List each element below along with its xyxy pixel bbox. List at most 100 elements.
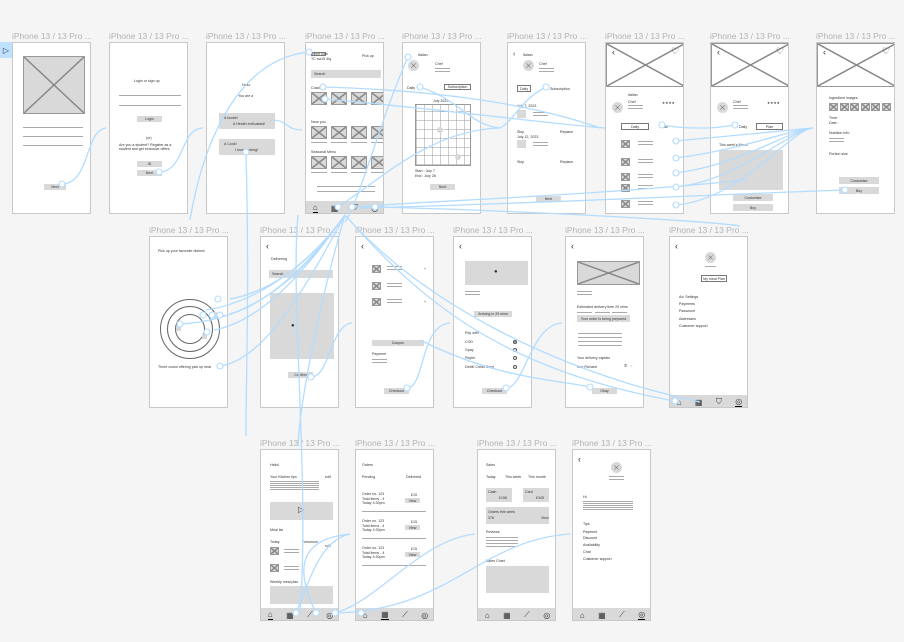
- frame-label[interactable]: iPhone 13 / 13 Pro ...: [355, 225, 435, 235]
- nav-chart-icon[interactable]: ⟋: [402, 610, 408, 619]
- payment-radio[interactable]: [513, 348, 517, 352]
- login-button[interactable]: Login: [137, 116, 162, 122]
- cook-menu-item[interactable]: Customer support: [583, 557, 612, 561]
- nav-profile-icon[interactable]: ◎: [421, 610, 429, 620]
- profile-menu-item[interactable]: Payments: [679, 302, 695, 306]
- view-order-button[interactable]: View: [405, 498, 420, 503]
- nav-profile-icon[interactable]: ◎: [735, 397, 743, 407]
- frame-pickup[interactable]: Pick up your favourite dishes!Three cook…: [149, 236, 228, 408]
- deliver-now-button[interactable]: Deliver now: [309, 52, 328, 56]
- add-item-button[interactable]: +: [424, 300, 427, 304]
- frame-label[interactable]: iPhone 13 / 13 Pro ...: [605, 31, 685, 41]
- frame-label[interactable]: iPhone 13 / 13 Pro ...: [572, 438, 652, 448]
- plan-button[interactable]: Plan: [756, 123, 783, 130]
- location-pin-icon[interactable]: ●: [291, 323, 295, 329]
- nav-calendar-icon[interactable]: ▦: [694, 397, 703, 407]
- nav-calendar-icon[interactable]: ▦: [503, 610, 511, 620]
- cook-marker[interactable]: [176, 326, 181, 331]
- payment-radio[interactable]: [513, 356, 517, 360]
- customise-button[interactable]: Customise: [733, 194, 773, 201]
- nav-profile-icon[interactable]: ◎: [326, 610, 334, 620]
- back-icon[interactable]: ‹: [459, 241, 462, 251]
- payment-radio[interactable]: [513, 340, 517, 344]
- nav-home-icon[interactable]: ⌂: [362, 610, 368, 620]
- profile-menu-item[interactable]: Addresses: [679, 317, 696, 321]
- customise-button[interactable]: Customise: [839, 177, 879, 184]
- cook-menu-item[interactable]: Payment: [583, 530, 598, 534]
- view-order-button[interactable]: View: [405, 552, 420, 557]
- back-icon[interactable]: ‹: [578, 454, 581, 464]
- present-prototype-button[interactable]: ▷: [0, 42, 12, 58]
- id-button[interactable]: ID: [137, 161, 162, 167]
- checkout-button[interactable]: Checkout: [482, 388, 507, 394]
- order-status[interactable]: Your order is being prepared: [577, 315, 630, 322]
- nav-cart-icon[interactable]: ⛉: [715, 397, 722, 406]
- confirm-button[interactable]: Confirm: [288, 372, 313, 378]
- nav-chart-icon[interactable]: ⟋: [619, 610, 625, 619]
- cook-menu-item[interactable]: Discount: [583, 536, 597, 540]
- nav-profile-icon[interactable]: ◎: [638, 610, 646, 620]
- nav-profile-icon[interactable]: ◎: [371, 203, 379, 213]
- back-icon[interactable]: ‹: [823, 47, 826, 57]
- add-item-button[interactable]: +: [424, 267, 427, 271]
- nav-calendar-icon[interactable]: ▦: [598, 610, 606, 620]
- frame-label[interactable]: iPhone 13 / 13 Pro ...: [402, 31, 482, 41]
- view-order-button[interactable]: View: [405, 525, 420, 530]
- nav-profile-icon[interactable]: ◎: [543, 610, 551, 620]
- frame-label[interactable]: iPhone 13 / 13 Pro ...: [669, 225, 749, 235]
- nav-calendar-icon[interactable]: ▦: [381, 610, 389, 620]
- my-meal-plan-button[interactable]: My meal Plan: [701, 275, 727, 282]
- frame-label[interactable]: iPhone 13 / 13 Pro ...: [109, 31, 189, 41]
- daily-button[interactable]: Daily: [621, 123, 649, 130]
- okay-button[interactable]: Okay: [592, 388, 617, 394]
- back-icon[interactable]: ‹: [513, 51, 516, 58]
- back-icon[interactable]: ‹: [675, 241, 678, 251]
- next-button[interactable]: Next: [44, 184, 66, 190]
- heart-icon[interactable]: ♡: [776, 46, 785, 56]
- buy-button[interactable]: Buy: [733, 204, 773, 211]
- heart-icon[interactable]: ♡: [882, 46, 891, 56]
- frame-label[interactable]: iPhone 13 / 13 Pro ...: [507, 31, 587, 41]
- frame-label[interactable]: iPhone 13 / 13 Pro ...: [816, 31, 896, 41]
- heart-icon[interactable]: ♡: [671, 46, 680, 56]
- frame-label[interactable]: iPhone 13 / 13 Pro ...: [260, 225, 340, 235]
- back-icon[interactable]: ‹: [361, 241, 364, 251]
- profile-menu-item[interactable]: Customer support: [679, 324, 708, 328]
- frame-label[interactable]: iPhone 13 / 13 Pro ...: [206, 31, 286, 41]
- back-icon[interactable]: ‹: [612, 47, 615, 57]
- nav-calendar-icon[interactable]: ▦: [330, 203, 339, 213]
- cook-menu-item[interactable]: Availability: [583, 543, 600, 547]
- profile-menu-item[interactable]: Password: [679, 309, 695, 313]
- frame-label[interactable]: iPhone 13 / 13 Pro ...: [477, 438, 557, 448]
- back-icon[interactable]: ‹: [571, 241, 574, 251]
- calendar-grid[interactable]: [415, 104, 471, 166]
- chat-icon[interactable]: ◌: [630, 363, 633, 368]
- nav-home-icon[interactable]: ⌂: [312, 203, 318, 213]
- back-icon[interactable]: ‹: [717, 47, 720, 57]
- frame-label[interactable]: iPhone 13 / 13 Pro ...: [12, 31, 92, 41]
- daily-button[interactable]: Daily: [517, 85, 531, 92]
- play-icon[interactable]: ▷: [298, 505, 305, 514]
- frame-label[interactable]: iPhone 13 / 13 Pro ...: [149, 225, 229, 235]
- phone-icon[interactable]: ✆: [624, 363, 628, 368]
- frame-label[interactable]: iPhone 13 / 13 Pro ...: [453, 225, 533, 235]
- nav-home-icon[interactable]: ⌂: [579, 610, 585, 620]
- nav-home-icon[interactable]: ⌂: [676, 397, 682, 407]
- payment-radio[interactable]: [513, 365, 517, 369]
- nav-chart-icon[interactable]: ⟋: [307, 610, 313, 619]
- frame-label[interactable]: iPhone 13 / 13 Pro ...: [355, 438, 435, 448]
